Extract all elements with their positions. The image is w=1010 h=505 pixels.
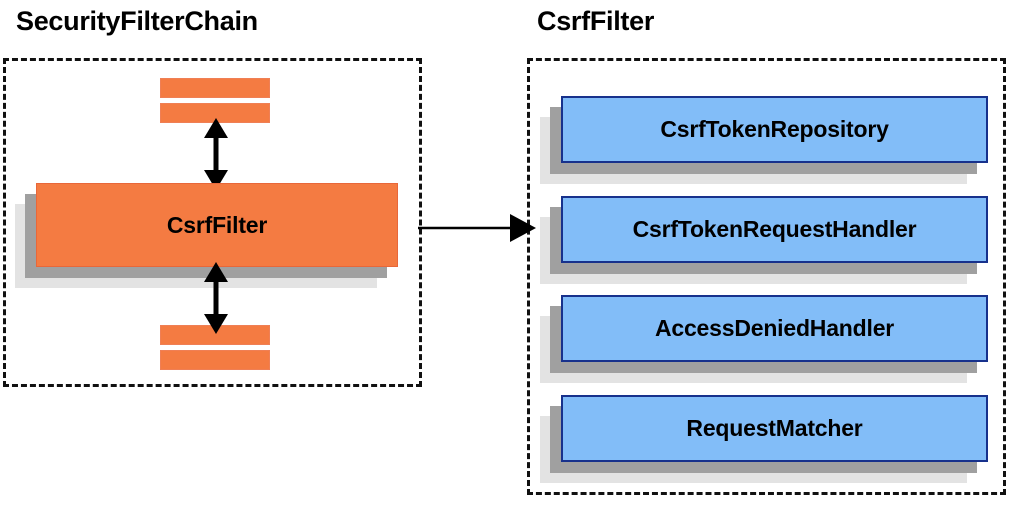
arrow-csrffilter-to-detail-icon — [418, 214, 536, 242]
group-title-security-filter-chain: SecurityFilterChain — [16, 6, 258, 36]
node-face: CsrfTokenRequestHandler — [561, 196, 988, 263]
node-face: CsrfTokenRepository — [561, 96, 988, 163]
node-label: CsrfFilter — [166, 211, 268, 238]
filter-slat-above-1 — [160, 78, 270, 98]
node-face: AccessDeniedHandler — [561, 295, 988, 362]
node-csrftokenrepository[interactable]: CsrfTokenRepository — [540, 96, 988, 184]
node-label: RequestMatcher — [686, 415, 863, 441]
node-label: CsrfTokenRequestHandler — [632, 216, 917, 242]
container-csrf-filter — [527, 58, 1006, 495]
node-label: AccessDeniedHandler — [654, 315, 895, 341]
node-csrftokenrequesthandler[interactable]: CsrfTokenRequestHandler — [540, 196, 988, 284]
node-accessdeniedhandler[interactable]: AccessDeniedHandler — [540, 295, 988, 383]
container-security-filter-chain — [3, 58, 422, 387]
filter-slat-below-2 — [160, 350, 270, 370]
double-arrow-above-csrffilter-icon — [204, 118, 228, 190]
node-requestmatcher[interactable]: RequestMatcher — [540, 395, 988, 483]
group-title-csrf-filter: CsrfFilter — [537, 6, 655, 36]
node-label: CsrfTokenRepository — [660, 116, 889, 142]
double-arrow-below-csrffilter-icon — [204, 262, 228, 334]
node-face: RequestMatcher — [561, 395, 988, 462]
node-face: CsrfFilter — [36, 183, 398, 267]
node-csrffilter[interactable]: CsrfFilter — [15, 183, 398, 288]
